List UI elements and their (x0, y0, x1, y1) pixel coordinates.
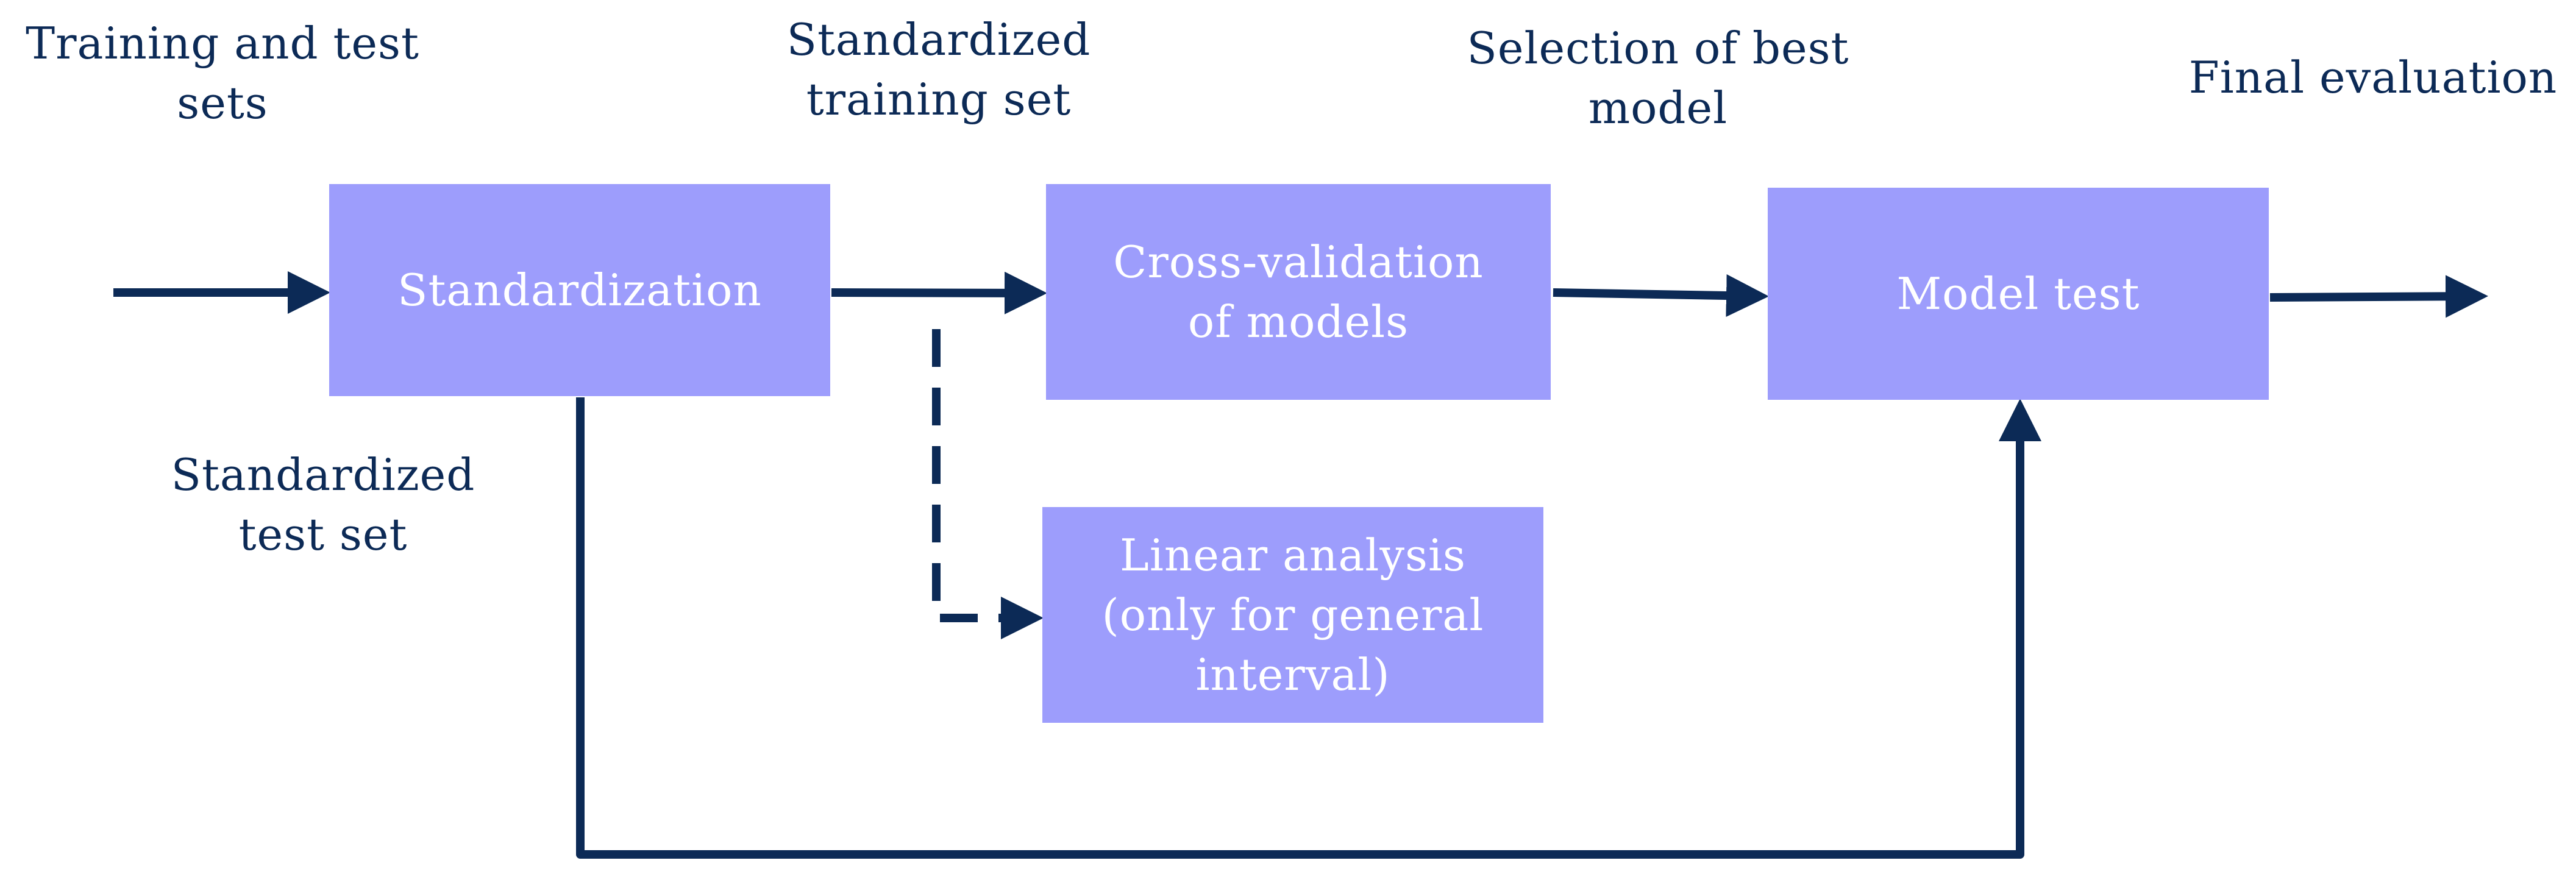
dashed-arrow-to-linear-analysis (932, 329, 1044, 639)
final-evaluation-label: Final evaluation (2170, 48, 2576, 107)
linear-analysis-box-line: (only for general (1101, 589, 1484, 641)
label-line: training set (806, 74, 1072, 125)
arrow-modeltest-to-output (2269, 275, 2488, 318)
linear-analysis-box-line: interval) (1195, 649, 1390, 700)
selection-best-model-label: Selection of best model (1439, 18, 1877, 138)
label-line: Standardized (786, 14, 1091, 65)
model-test-box: Model test (1768, 188, 2269, 400)
label-line: Selection of best (1467, 23, 1849, 74)
linear-analysis-box: Linear analysis (only for general interv… (1042, 507, 1543, 723)
standardized-test-set-label: Standardized test set (110, 445, 536, 564)
standardization-box-line: Standardization (397, 264, 762, 316)
model-test-box-line: Model test (1896, 268, 2140, 319)
cross-validation-box-line: of models (1187, 296, 1409, 347)
standardized-training-set-label: Standardized training set (731, 10, 1146, 129)
label-line: Final evaluation (2188, 52, 2558, 103)
cross-validation-box-line: Cross-validation (1113, 236, 1484, 288)
label-line: test set (238, 509, 408, 560)
arrow-standardized-test-to-modeltest (576, 397, 2041, 859)
arrow-crossval-to-modeltest (1553, 274, 1769, 318)
label-line: model (1588, 82, 1728, 133)
label-line: Training and test (26, 18, 419, 69)
linear-analysis-box-line: Linear analysis (1120, 530, 1466, 581)
training-test-sets-label: Training and test sets (0, 13, 445, 133)
label-line: sets (177, 77, 268, 129)
cross-validation-box: Cross-validation of models (1046, 184, 1551, 400)
label-line: Standardized (171, 449, 475, 500)
standardization-box: Standardization (329, 184, 830, 396)
